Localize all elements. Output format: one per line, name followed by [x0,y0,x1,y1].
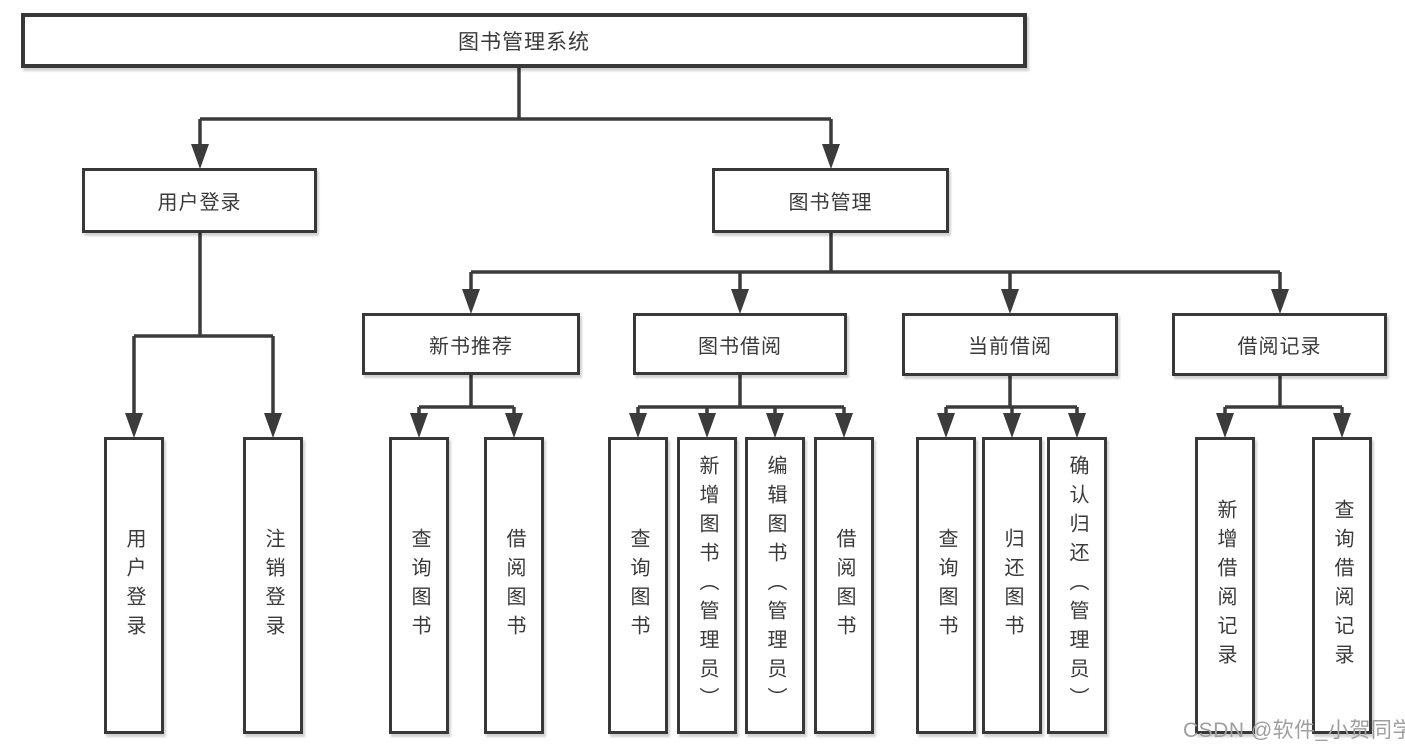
arrowhead-icon [125,413,143,438]
connector-new-book-children [417,375,516,416]
connector-root-to-level2 [198,68,833,147]
leaf-borrow-books: 借阅图书 [484,437,544,734]
node-book-borrowing: 图书借阅 [633,313,847,375]
leaf-label: 注销登录 [262,527,284,644]
arrowhead-icon [698,413,716,438]
node-library-management-system: 图书管理系统 [21,13,1027,68]
leaf-query-books-2: 查询图书 [608,437,668,734]
leaf-label: 用户登录 [123,527,145,644]
leaf-confirm-return-admin: 确认归还（管理员） [1047,437,1107,734]
connector-borrow-records-children [1223,375,1344,416]
arrowhead-icon [835,413,853,438]
arrowhead-icon [505,413,523,438]
node-borrowing-records: 借阅记录 [1172,313,1387,376]
arrowhead-icon [766,413,784,438]
leaf-label: 查询图书 [935,527,957,644]
leaf-query-borrow-record: 查询借阅记录 [1312,437,1372,734]
leaf-edit-books-admin: 编辑图书（管理员） [745,437,805,734]
leaf-label: 新增图书（管理员） [696,455,718,716]
leaf-label: 查询借阅记录 [1331,498,1353,673]
leaf-label: 编辑图书（管理员） [764,455,786,716]
csdn-watermark: CSDN @软件_小贺同学 [1183,719,1405,742]
node-user-login: 用户登录 [82,168,317,233]
arrowhead-icon [1216,413,1234,438]
leaf-add-books-admin: 新增图书（管理员） [677,437,737,734]
arrowhead-icon [1271,289,1289,314]
arrowhead-icon [822,144,840,169]
node-current-borrowing: 当前借阅 [902,313,1118,376]
leaf-query-books-3: 查询图书 [916,437,976,734]
arrowhead-icon [264,413,282,438]
connector-user-login-children [132,233,275,416]
arrowhead-icon [1333,413,1351,438]
leaf-label: 确认归还（管理员） [1066,455,1088,716]
arrowhead-icon [937,413,955,438]
connector-current-borrow-children [944,375,1079,416]
connector-book-mgmt-children [469,233,1282,292]
leaf-label: 查询图书 [627,527,649,644]
leaf-query-books: 查询图书 [389,437,449,734]
arrowhead-icon [410,413,428,438]
leaf-label: 新增借阅记录 [1214,498,1236,673]
leaf-return-books: 归还图书 [982,437,1042,734]
connector-book-borrow-children [636,375,846,416]
leaf-label: 借阅图书 [503,527,525,644]
leaf-logout: 注销登录 [243,437,303,734]
arrowhead-icon [1068,413,1086,438]
leaf-user-login: 用户登录 [104,437,164,734]
leaf-add-borrow-record: 新增借阅记录 [1195,437,1255,734]
leaf-label: 归还图书 [1001,527,1023,644]
leaf-label: 查询图书 [408,527,430,644]
arrowhead-icon [462,289,480,314]
arrowhead-icon [731,289,749,314]
arrowhead-icon [191,144,209,169]
node-new-book-recommend: 新书推荐 [362,313,580,375]
arrowhead-icon [1001,289,1019,314]
leaf-borrow-books-2: 借阅图书 [814,437,874,734]
arrowhead-icon [629,413,647,438]
node-book-management: 图书管理 [712,168,949,233]
arrowhead-icon [1003,413,1021,438]
leaf-label: 借阅图书 [833,527,855,644]
